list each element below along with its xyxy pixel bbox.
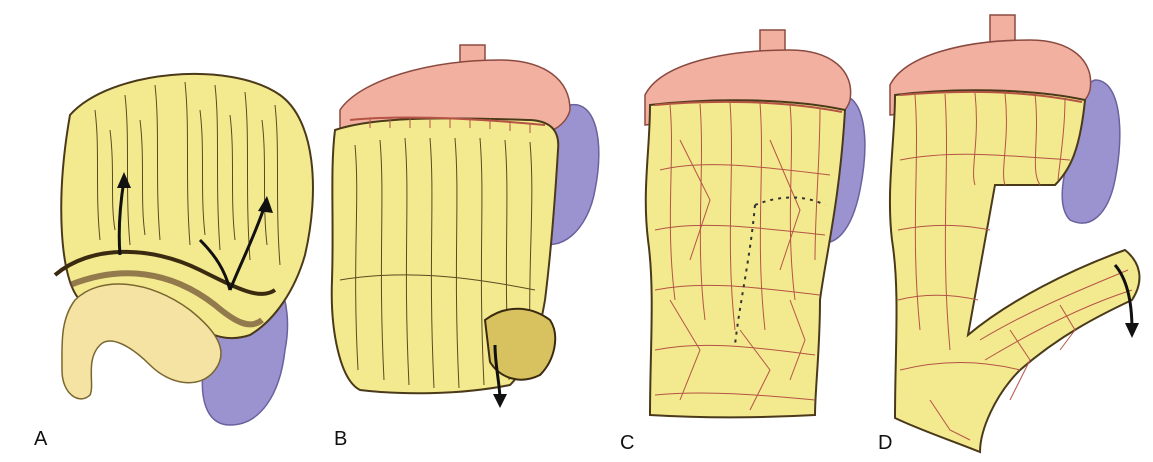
rotation-arrow-head xyxy=(1125,323,1139,338)
panel-d-label: D xyxy=(878,432,892,455)
panel-a: A xyxy=(0,0,320,462)
panel-c-label: C xyxy=(620,432,634,455)
panel-b-label: B xyxy=(334,428,347,451)
panel-a-label: A xyxy=(34,428,47,451)
panel-c: C xyxy=(620,0,870,462)
panel-b-illustration xyxy=(320,0,620,462)
flap-arrow-head xyxy=(493,394,507,408)
panel-c-illustration xyxy=(620,0,870,462)
panel-d: D xyxy=(870,0,1153,462)
panel-d-illustration xyxy=(870,0,1153,462)
panel-b: B xyxy=(320,0,620,462)
panel-a-illustration xyxy=(0,0,320,462)
